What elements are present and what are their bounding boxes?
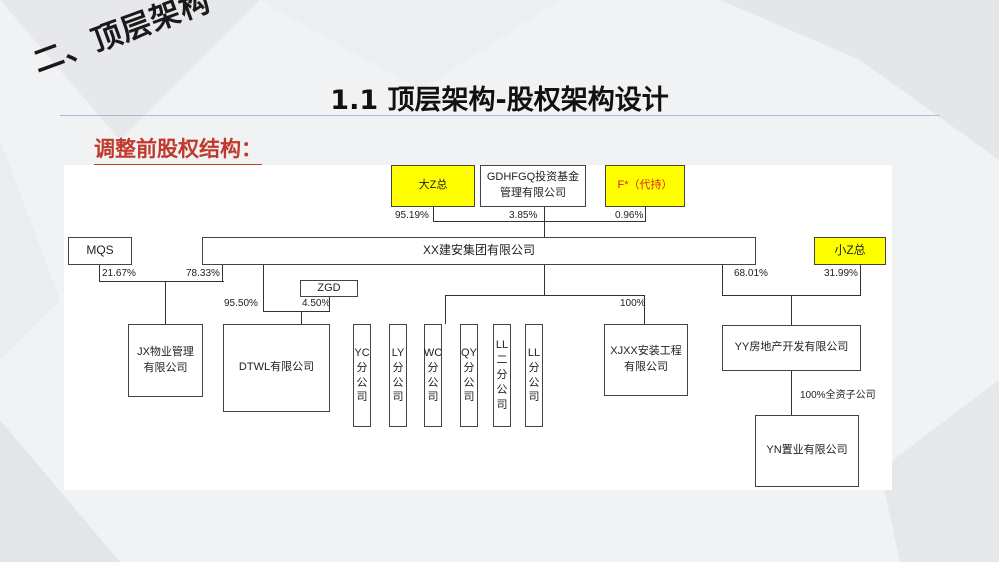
branch-qy: QY分公司 [460,324,478,427]
branch-ll2: LL二分公司 [493,324,511,427]
company-xjxx: XJXX安装工程有限公司 [604,324,688,396]
pct-xx-dtwl: 95.50% [224,298,258,309]
shareholder-f: F*（代持） [605,165,685,207]
branch-ly: LY分公司 [389,324,407,427]
company-xx: XX建安集团有限公司 [202,237,756,265]
pct-xx-yy: 68.01% [734,268,768,279]
pct-xx-jx: 78.33% [186,268,220,279]
pct-dazong: 95.19% [395,210,429,221]
shareholder-zgd: ZGD [300,280,358,297]
shareholder-mqs: MQS [68,237,132,265]
company-yn: YN置业有限公司 [755,415,859,487]
pct-yn: 100%全资子公司 [800,390,876,401]
pct-xiaozong: 31.99% [824,268,858,279]
pct-zgd: 4.50% [302,298,331,309]
pct-mqs: 21.67% [102,268,136,279]
pct-gdhfgq: 3.85% [509,210,538,221]
page-title: 1.1 顶层架构-股权架构设计 [330,85,669,116]
shareholder-xiaozong: 小Z总 [814,237,886,265]
title-divider [60,115,940,116]
org-chart: 大Z总 GDHFGQ投资基金管理有限公司 F*（代持） 95.19% 3.85%… [64,165,892,490]
branch-ll: LL分公司 [525,324,543,427]
shareholder-gdhfgq: GDHFGQ投资基金管理有限公司 [480,165,586,207]
branch-yc: YC分公司 [353,324,371,427]
company-jx: JX物业管理有限公司 [128,324,203,397]
company-yy: YY房地产开发有限公司 [722,325,861,371]
section-subtitle: 调整前股权结构： [94,133,262,166]
shareholder-dazong: 大Z总 [391,165,475,207]
branch-wc: WC分公司 [424,324,442,427]
pct-xjxx: 100% [620,298,646,309]
pct-f: 0.96% [615,210,644,221]
company-dtwl: DTWL有限公司 [223,324,330,412]
